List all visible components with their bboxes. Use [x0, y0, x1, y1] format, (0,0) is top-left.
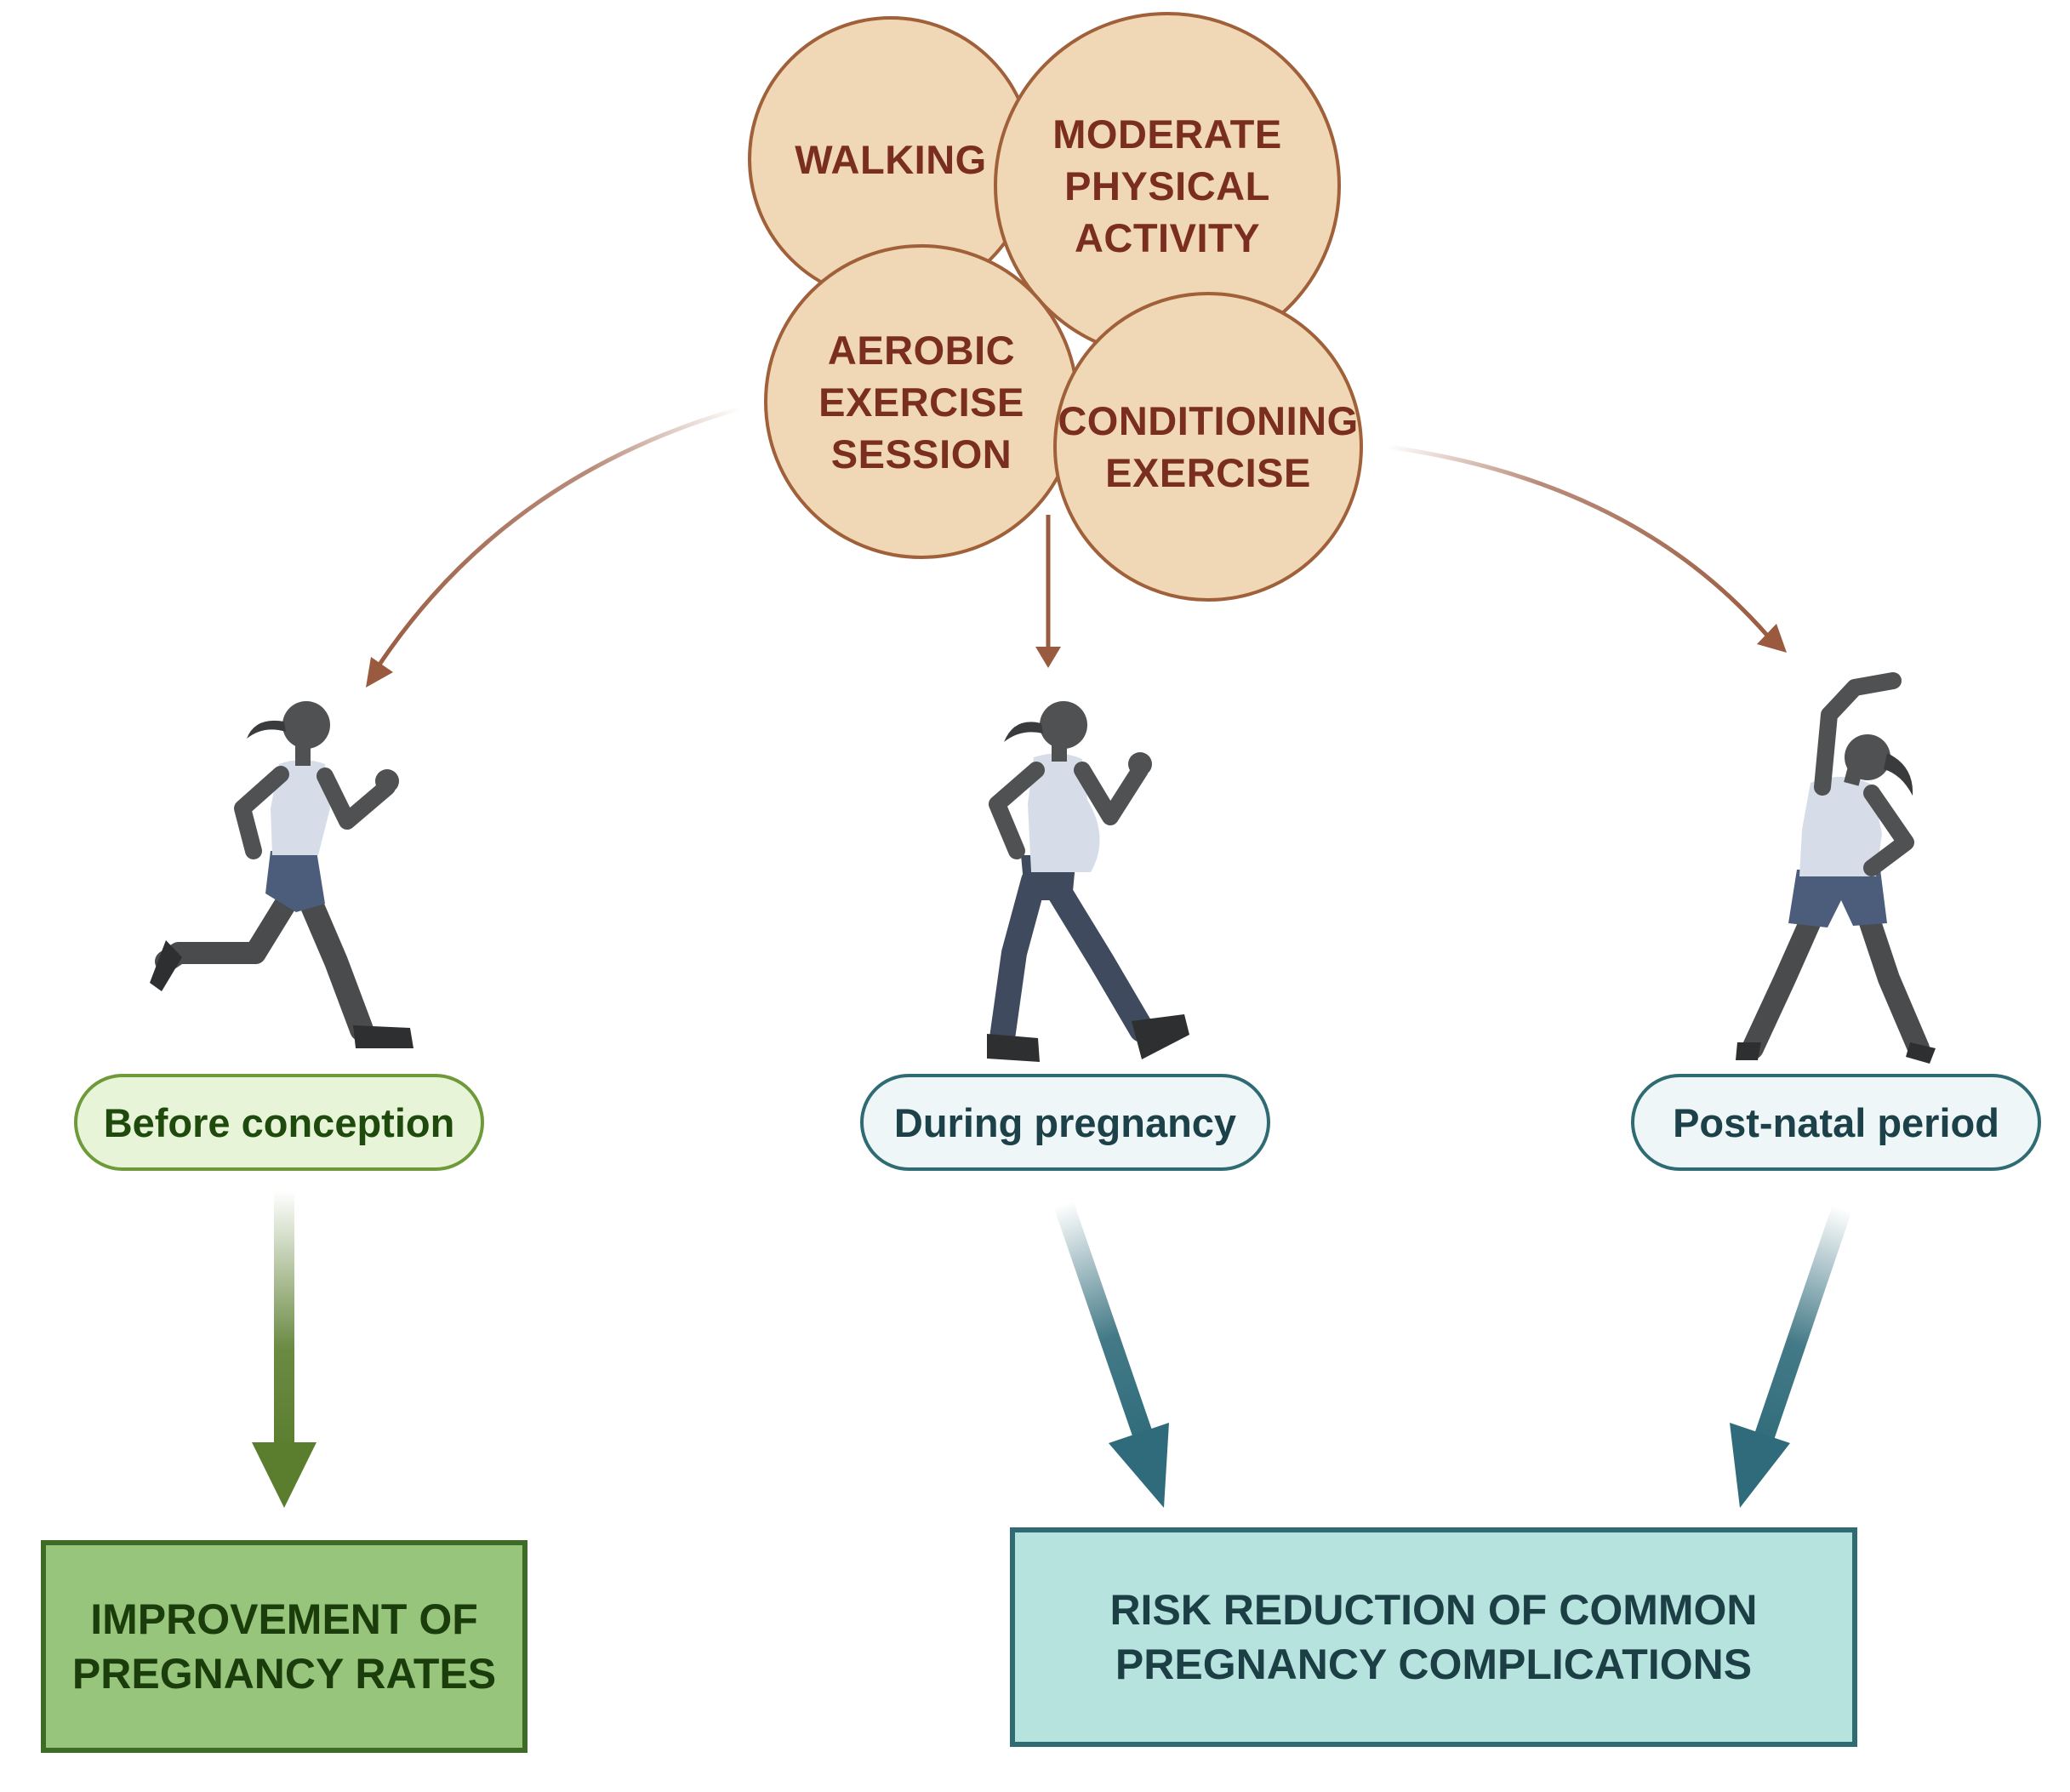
arrow-to-post-natal	[1386, 444, 1771, 640]
stage-before-conception: Before conception	[74, 1074, 484, 1171]
stage-post-natal-period: Post-natal period	[1631, 1074, 2041, 1171]
arrow-before-to-improvement-shaft	[274, 1191, 294, 1447]
arrow-before-to-improvement-head	[252, 1442, 316, 1508]
arrow-post-to-risk-shaft	[1750, 1205, 1852, 1452]
activity-conditioning-line-2: EXERCISE	[1105, 450, 1311, 495]
activity-walking-line: WALKING	[795, 136, 987, 182]
outcome-risk-reduction-complications: RISK REDUCTION OF COMMON PREGNANCY COMPL…	[1010, 1527, 1857, 1747]
outcome-right-line-1: RISK REDUCTION OF COMMON	[1109, 1586, 1758, 1634]
activity-moderate-line-1: MODERATE	[1052, 111, 1282, 157]
arrow-during-to-risk-shaft	[1053, 1201, 1157, 1450]
arrow-during-to-risk-head	[1109, 1423, 1169, 1508]
arrow-head-during	[1035, 647, 1061, 668]
outcome-left-line-1: IMPROVEMENT OF	[90, 1595, 478, 1643]
running-woman-icon	[150, 701, 413, 1048]
outcome-left-line-2: PREGNANCY RATES	[71, 1650, 497, 1698]
outcome-right-line-2: PREGNANCY COMPLICATIONS	[1115, 1641, 1753, 1688]
arrow-to-before-conception	[372, 406, 741, 674]
activity-walking-text: WALKING	[750, 91, 1032, 227]
stage-during-pregnancy: During pregnancy	[860, 1074, 1270, 1171]
pregnant-walking-woman-icon	[987, 701, 1189, 1062]
activity-conditioning-text: CONDITIONING EXERCISE	[1058, 379, 1359, 515]
activity-aerobic-text: AEROBIC EXERCISE SESSION	[781, 300, 1062, 504]
outcome-improvement-pregnancy-rates: IMPROVEMENT OF PREGNANCY RATES	[41, 1540, 527, 1753]
activity-moderate-line-3: ACTIVITY	[1074, 214, 1261, 260]
activity-aerobic-line-3: SESSION	[830, 431, 1012, 477]
activity-conditioning-line-1: CONDITIONING	[1058, 398, 1359, 443]
circle-conditioning-exercise	[1053, 292, 1363, 602]
arrow-head-before	[366, 657, 393, 688]
activity-moderate-line-2: PHYSICAL	[1064, 163, 1270, 208]
arrow-post-to-risk-head	[1730, 1423, 1790, 1508]
activity-aerobic-line-1: AEROBIC	[827, 327, 1016, 373]
activity-aerobic-line-2: EXERCISE	[818, 379, 1024, 425]
arrow-head-post	[1757, 624, 1787, 653]
activity-moderate-text: MODERATE PHYSICAL ACTIVITY	[1014, 83, 1320, 288]
stretching-woman-icon	[1736, 672, 1936, 1064]
